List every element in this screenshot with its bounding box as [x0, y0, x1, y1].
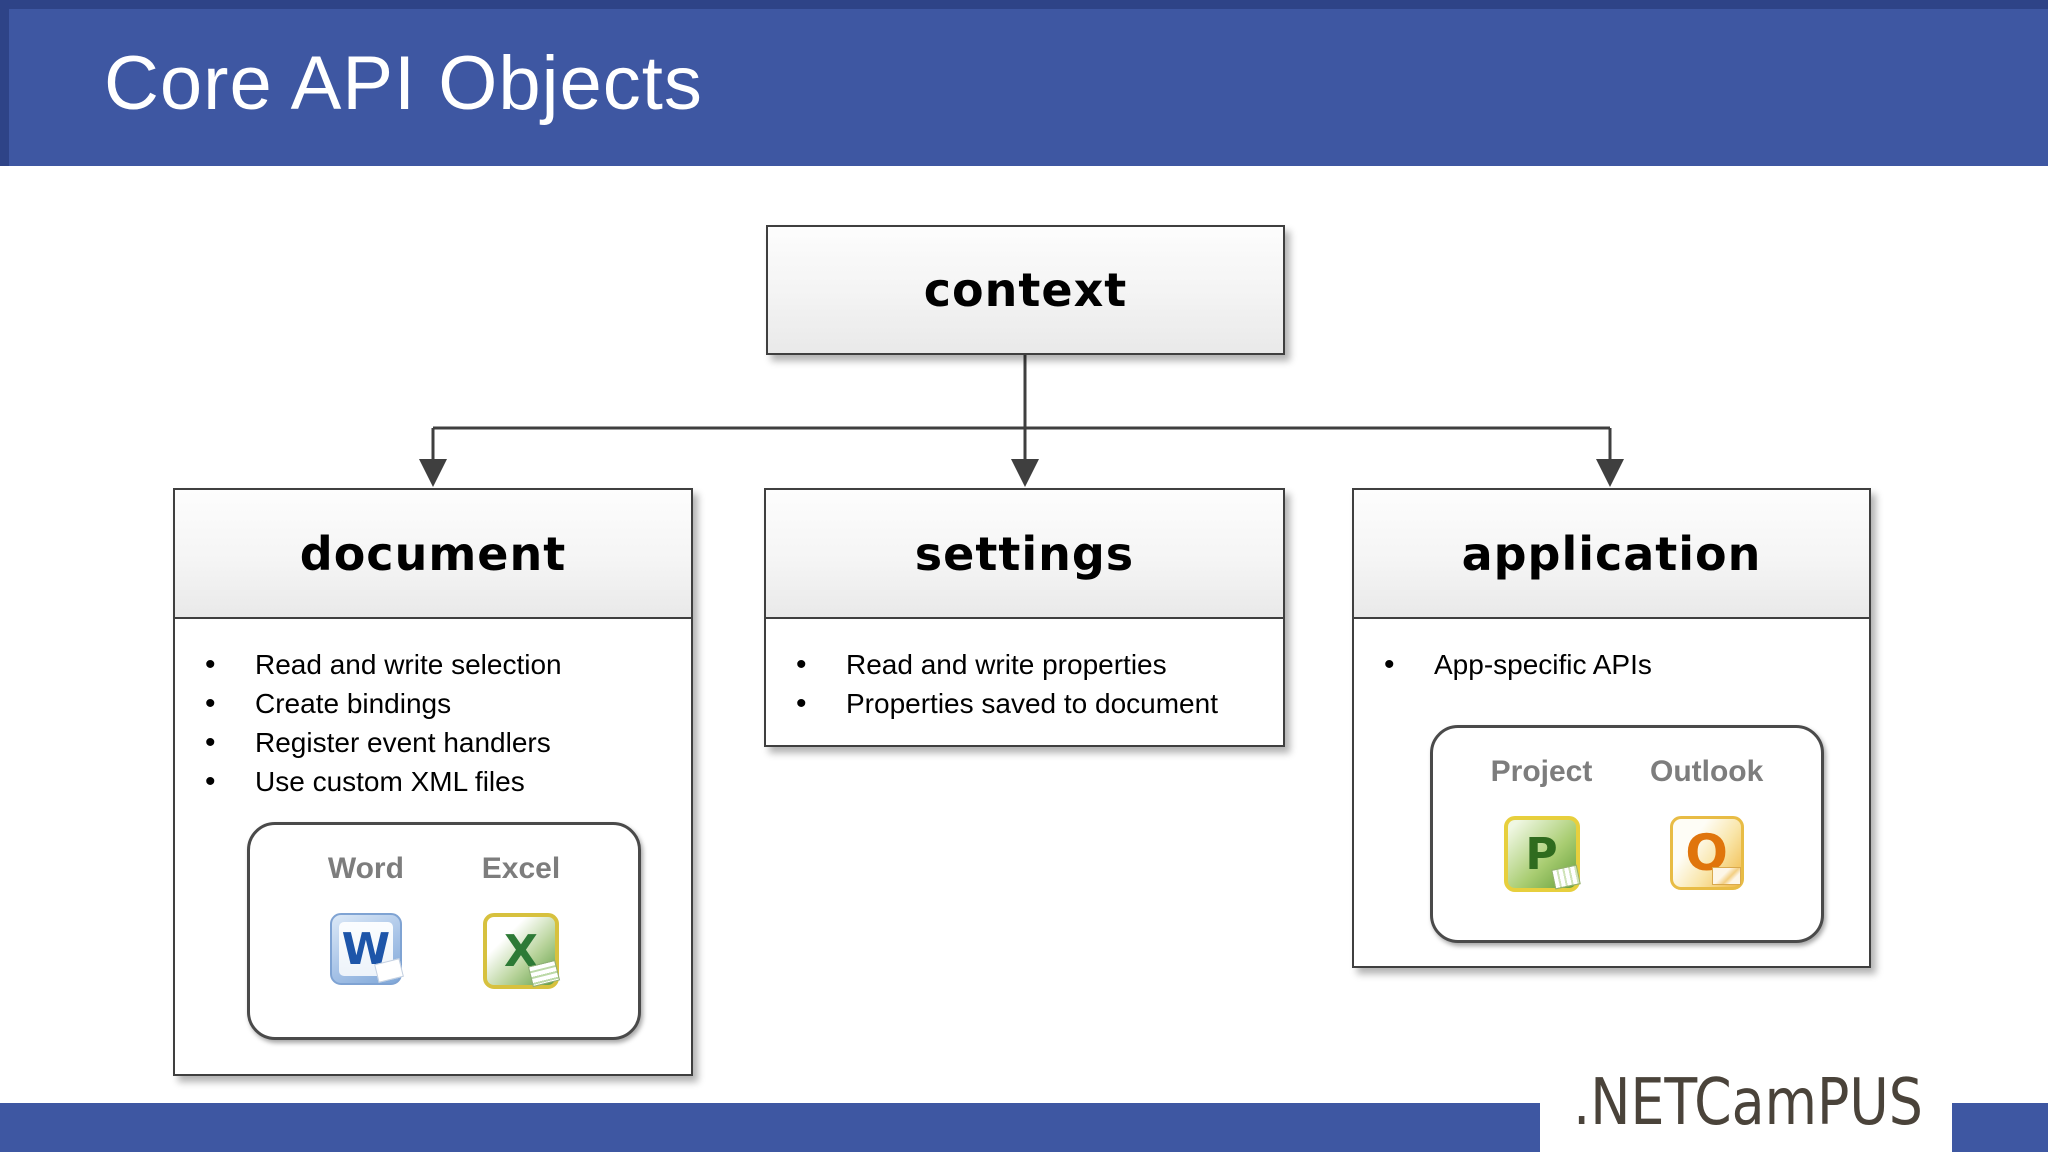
netcampus-logo: .NETCamPUS	[1573, 1066, 1923, 1140]
document-apps-panel: Word W Excel X	[247, 822, 641, 1040]
application-bullet-list: App-specific APIs	[1354, 645, 1869, 684]
project-icon: P	[1503, 816, 1580, 892]
excel-icon-letter: X	[504, 925, 538, 977]
bullet-item: Create bindings	[175, 684, 691, 723]
bullet-item: Use custom XML files	[175, 762, 691, 801]
app-word: Word W	[328, 825, 404, 985]
document-bullet-list: Read and write selection Create bindings…	[175, 645, 691, 801]
application-apps-panel: Project P Outlook O	[1430, 725, 1824, 943]
slide-title: Core API Objects	[104, 40, 703, 126]
document-title: document	[299, 526, 567, 581]
node-context: context	[766, 225, 1285, 355]
excel-icon: X	[482, 913, 559, 989]
word-icon-letter: W	[341, 923, 391, 975]
bullet-item: Read and write selection	[175, 645, 691, 684]
project-label: Project	[1490, 755, 1593, 788]
banner-top-edge	[0, 0, 2048, 9]
app-outlook: Outlook O	[1650, 728, 1763, 890]
bullet-item: Register event handlers	[175, 723, 691, 762]
node-application: application App-specific APIs Project P …	[1352, 488, 1871, 968]
outlook-label: Outlook	[1650, 755, 1764, 788]
application-header: application	[1354, 490, 1869, 619]
settings-title: settings	[914, 526, 1135, 581]
application-title: application	[1461, 526, 1762, 581]
bullet-item: Properties saved to document	[766, 684, 1283, 723]
outlook-icon: O	[1669, 816, 1744, 890]
context-title: context	[923, 263, 1128, 317]
node-document: document Read and write selection Create…	[173, 488, 693, 1076]
arrowhead-document	[419, 459, 447, 487]
document-header: document	[175, 490, 691, 619]
app-excel: Excel X	[482, 825, 560, 989]
bullet-item: Read and write properties	[766, 645, 1283, 684]
bullet-item: App-specific APIs	[1354, 645, 1869, 684]
app-project: Project P	[1490, 728, 1593, 892]
arrowhead-application	[1596, 459, 1624, 487]
word-icon: W	[329, 913, 402, 985]
logo-background	[1540, 1100, 1952, 1152]
arrowhead-settings	[1011, 459, 1039, 487]
node-settings: settings Read and write properties Prope…	[764, 488, 1285, 747]
word-label: Word	[327, 852, 404, 885]
settings-bullet-list: Read and write properties Properties sav…	[766, 645, 1283, 723]
excel-label: Excel	[481, 852, 561, 885]
header-banner	[0, 0, 2048, 166]
project-icon-letter: P	[1525, 828, 1558, 880]
settings-header: settings	[766, 490, 1283, 619]
banner-left-edge	[0, 0, 9, 166]
outlook-icon-letter: O	[1685, 824, 1728, 882]
